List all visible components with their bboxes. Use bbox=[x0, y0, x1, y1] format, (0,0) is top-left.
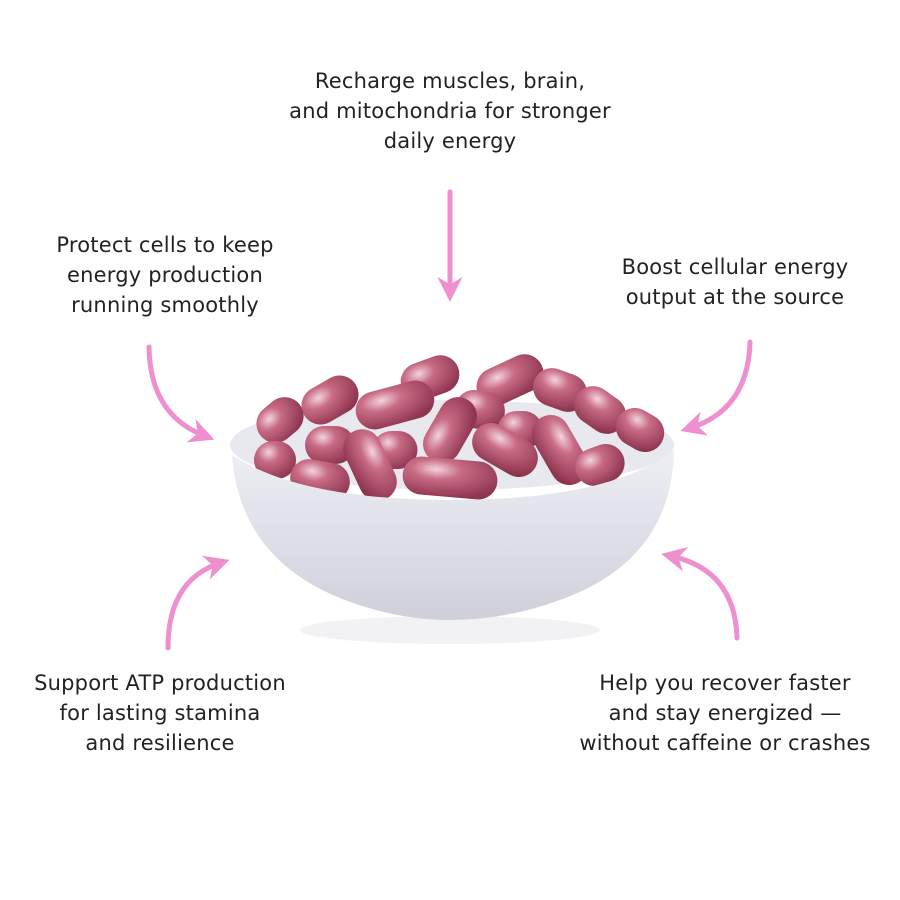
benefit-line: Recharge muscles, brain, bbox=[314, 69, 586, 93]
bowl-shadow bbox=[300, 616, 600, 644]
capsule bbox=[343, 429, 397, 501]
benefit-line: Support ATP production bbox=[34, 671, 286, 695]
curved-arrow-icon bbox=[165, 555, 230, 651]
capsule bbox=[301, 375, 359, 425]
capsules bbox=[254, 354, 665, 501]
benefit-bottom-left: Support ATP production for lasting stami… bbox=[0, 668, 320, 758]
benefit-line: daily energy bbox=[383, 129, 517, 153]
benefit-bottom-right: Help you recover faster and stay energiz… bbox=[550, 668, 900, 758]
benefit-line: and resilience bbox=[85, 731, 235, 755]
benefit-line: output at the source bbox=[625, 285, 845, 309]
capsule bbox=[423, 397, 477, 463]
capsule bbox=[305, 426, 355, 464]
benefit-line: energy production bbox=[66, 263, 263, 287]
benefit-line: without caffeine or crashes bbox=[579, 731, 871, 755]
benefit-line: Boost cellular energy bbox=[621, 255, 849, 279]
capsule bbox=[531, 414, 589, 486]
benefit-line: Protect cells to keep bbox=[56, 233, 274, 257]
benefit-line: for lasting stamina bbox=[59, 701, 261, 725]
curved-arrow-icon bbox=[661, 547, 740, 641]
benefit-left: Protect cells to keep energy production … bbox=[15, 230, 315, 320]
capsule bbox=[402, 456, 498, 500]
capsule bbox=[533, 368, 587, 412]
capsule bbox=[574, 386, 626, 434]
capsule bbox=[615, 408, 665, 452]
benefit-top: Recharge muscles, brain, and mitochondri… bbox=[230, 66, 670, 156]
benefit-line: and mitochondria for stronger bbox=[289, 99, 611, 123]
curved-arrow-icon bbox=[146, 344, 215, 443]
capsule bbox=[254, 441, 296, 479]
benefit-right: Boost cellular energy output at the sour… bbox=[585, 252, 885, 312]
curved-arrow-icon bbox=[680, 339, 753, 436]
capsule bbox=[355, 380, 435, 430]
bowl bbox=[232, 450, 674, 620]
benefit-line: and stay energized — bbox=[608, 701, 842, 725]
capsule bbox=[472, 423, 538, 477]
benefit-line: Help you recover faster bbox=[599, 671, 851, 695]
capsule bbox=[256, 397, 304, 443]
benefit-line: running smoothly bbox=[71, 293, 259, 317]
capsule bbox=[476, 354, 544, 406]
capsule bbox=[575, 443, 625, 487]
